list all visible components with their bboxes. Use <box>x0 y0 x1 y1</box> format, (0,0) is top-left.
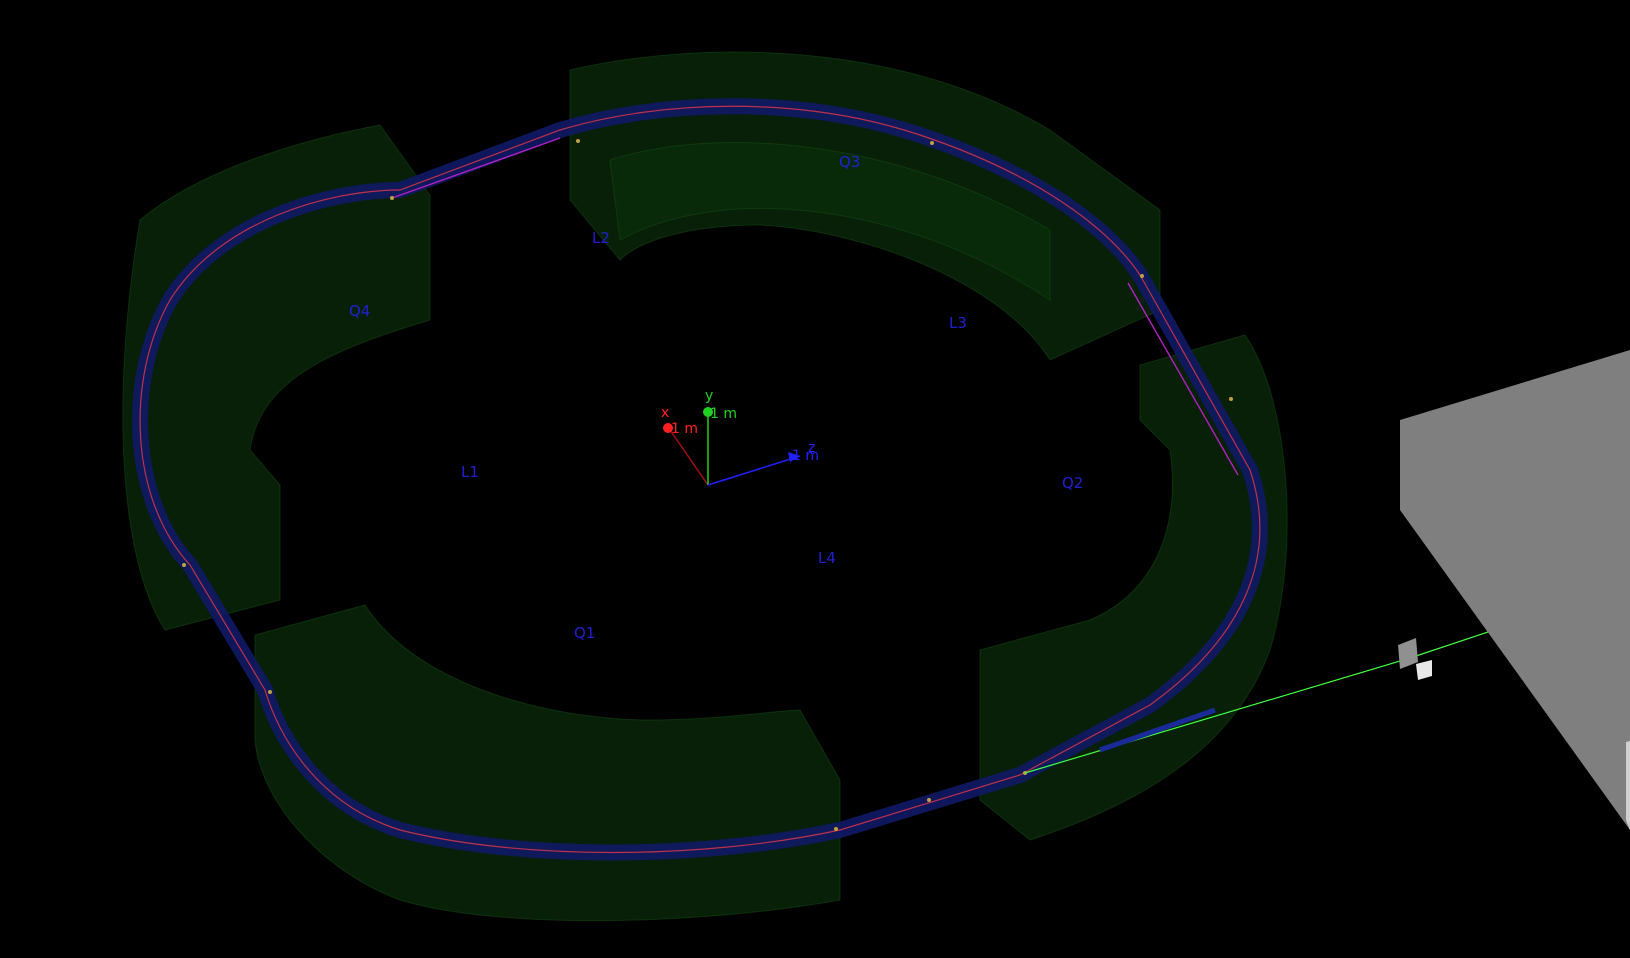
y-axis-scale: 1 m <box>710 406 737 422</box>
y-axis-label: y <box>705 388 714 404</box>
target-block <box>1400 350 1630 830</box>
magnet-q1 <box>254 604 841 922</box>
magnet-q3 <box>569 51 1161 361</box>
z-axis-label: z <box>808 440 816 456</box>
z-axis-scale: 1 m <box>792 448 819 464</box>
orbit-line-red <box>139 105 1261 854</box>
magnet-q4 <box>122 124 431 631</box>
x-axis-scale: 1 m <box>671 421 698 437</box>
z-axis-arrow <box>788 452 800 462</box>
orbit-line-magenta <box>391 137 1239 476</box>
axes-gizmo <box>663 407 801 486</box>
orbit-markers <box>182 139 1233 831</box>
x-axis-handle <box>663 423 673 433</box>
y-axis-handle <box>703 407 713 417</box>
x-axis-label: x <box>661 405 670 421</box>
